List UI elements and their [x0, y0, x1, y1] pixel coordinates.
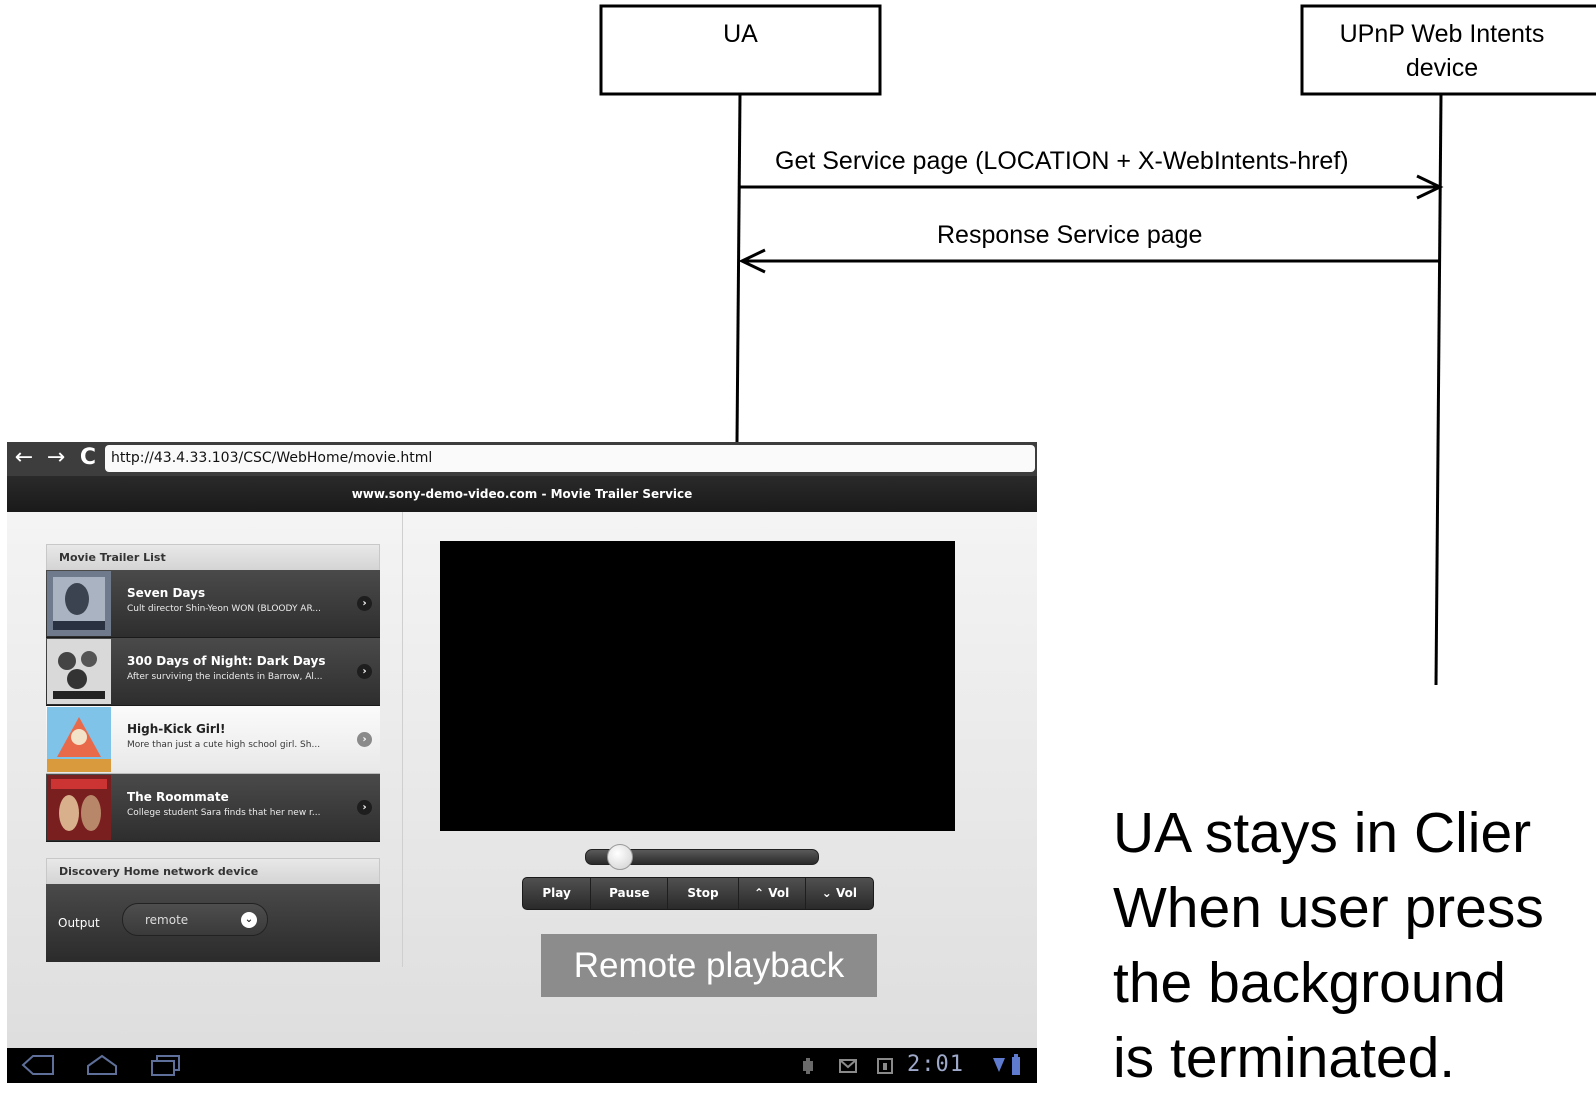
movie-trailer-list: Movie Trailer List Seven Days Cult direc…: [46, 544, 380, 842]
actor-label-device: UPnP Web Intents device: [1302, 17, 1582, 85]
back-nav-icon[interactable]: [21, 1054, 55, 1076]
chevron-down-icon: ⌄: [241, 912, 257, 928]
message-arrow-request: [740, 174, 1444, 200]
output-value: remote: [145, 913, 189, 927]
video-player[interactable]: [440, 541, 955, 831]
caption-line: When user press: [1113, 876, 1544, 940]
movie-description: More than just a cute high school girl. …: [127, 740, 321, 750]
volume-down-button[interactable]: ⌄ Vol: [821, 886, 857, 900]
android-system-bar: 2:01: [7, 1048, 1037, 1083]
actor-label-line: device: [1405, 54, 1479, 82]
list-item-movie[interactable]: Seven Days Cult director Shin-Yeon WON (…: [46, 570, 380, 638]
stop-button[interactable]: Stop: [668, 878, 739, 909]
movie-title: 300 Days of Night: Dark Days: [127, 654, 326, 668]
actor-box-device: [1300, 4, 1596, 96]
message-label-response: Response Service page: [937, 221, 1203, 249]
playback-controls: Play Pause Stop ⌃ Vol ⌄ Vol: [522, 877, 874, 910]
chevron-right-icon: ›: [357, 732, 372, 747]
chevron-right-icon: ›: [357, 800, 372, 815]
forward-arrow-icon[interactable]: →: [46, 445, 66, 470]
list-header: Movie Trailer List: [46, 544, 380, 570]
column-divider: [402, 512, 403, 967]
page-title: www.sony-demo-video.com - Movie Trailer …: [7, 476, 1037, 512]
caption-text: UA stays in Clier When user press the ba…: [1113, 796, 1596, 1102]
page-body: Movie Trailer List Seven Days Cult direc…: [7, 512, 1037, 1048]
usb-debug-icon: [803, 1058, 813, 1074]
remote-playback-button[interactable]: Remote playback: [541, 934, 877, 997]
play-button[interactable]: Play: [523, 878, 592, 909]
movie-description: College student Sara finds that her new …: [127, 808, 321, 818]
list-item-movie[interactable]: The Roommate College student Sara finds …: [46, 774, 380, 842]
chevron-right-icon: ›: [357, 596, 372, 611]
message-arrow-response: [738, 248, 1441, 274]
output-select[interactable]: remote ⌄: [122, 903, 268, 936]
movie-title: The Roommate: [127, 790, 229, 804]
browser-toolbar: ← → C http://43.4.33.103/CSC/WebHome/mov…: [7, 442, 1037, 476]
actor-label-ua: UA: [601, 17, 880, 51]
home-nav-icon[interactable]: [85, 1054, 119, 1076]
calendar-icon: [877, 1058, 893, 1074]
actor-label-line: UPnP Web Intents: [1339, 20, 1545, 48]
output-label: Output: [58, 916, 100, 930]
movie-poster-icon: [47, 571, 111, 636]
movie-poster-icon: [47, 775, 111, 840]
tablet-screenshot: ← → C http://43.4.33.103/CSC/WebHome/mov…: [7, 442, 1037, 1083]
caption-line: the background: [1113, 951, 1506, 1015]
clock: 2:01: [907, 1052, 964, 1077]
discovery-panel: Discovery Home network device Output rem…: [46, 858, 380, 962]
wifi-icon: [993, 1058, 1005, 1072]
back-arrow-icon[interactable]: ←: [14, 445, 34, 470]
movie-title: Seven Days: [127, 586, 206, 600]
mail-icon: [839, 1059, 857, 1073]
seek-slider-knob[interactable]: [607, 844, 633, 870]
movie-poster-icon: [47, 639, 111, 704]
battery-icon: [1012, 1054, 1020, 1075]
actor-label-line: UA: [723, 20, 758, 48]
movie-title: High-Kick Girl!: [127, 722, 226, 736]
recent-apps-icon[interactable]: [149, 1054, 183, 1076]
pause-button[interactable]: Pause: [591, 878, 669, 909]
lifeline-ua: [735, 93, 742, 443]
discovery-header: Discovery Home network device: [46, 858, 380, 884]
movie-poster-icon: [47, 707, 111, 772]
caption-line: is terminated.: [1113, 1026, 1456, 1090]
list-item-movie-selected[interactable]: High-Kick Girl! More than just a cute hi…: [46, 706, 380, 774]
list-item-movie[interactable]: 300 Days of Night: Dark Days After survi…: [46, 638, 380, 706]
chevron-right-icon: ›: [357, 664, 372, 679]
reload-icon[interactable]: C: [79, 445, 97, 470]
message-label-request: Get Service page (LOCATION + X-WebIntent…: [775, 147, 1349, 175]
seek-slider[interactable]: [585, 844, 819, 870]
actor-box-ua: [599, 4, 882, 96]
discovery-body: Output remote ⌄: [46, 884, 380, 962]
lifeline-device: [1434, 93, 1443, 686]
movie-description: Cult director Shin-Yeon WON (BLOODY AR..…: [127, 604, 321, 614]
volume-up-button[interactable]: ⌃ Vol: [739, 878, 806, 909]
caption-line: UA stays in Clier: [1113, 801, 1532, 865]
movie-description: After surviving the incidents in Barrow,…: [127, 672, 323, 682]
url-field[interactable]: http://43.4.33.103/CSC/WebHome/movie.htm…: [105, 445, 1035, 472]
